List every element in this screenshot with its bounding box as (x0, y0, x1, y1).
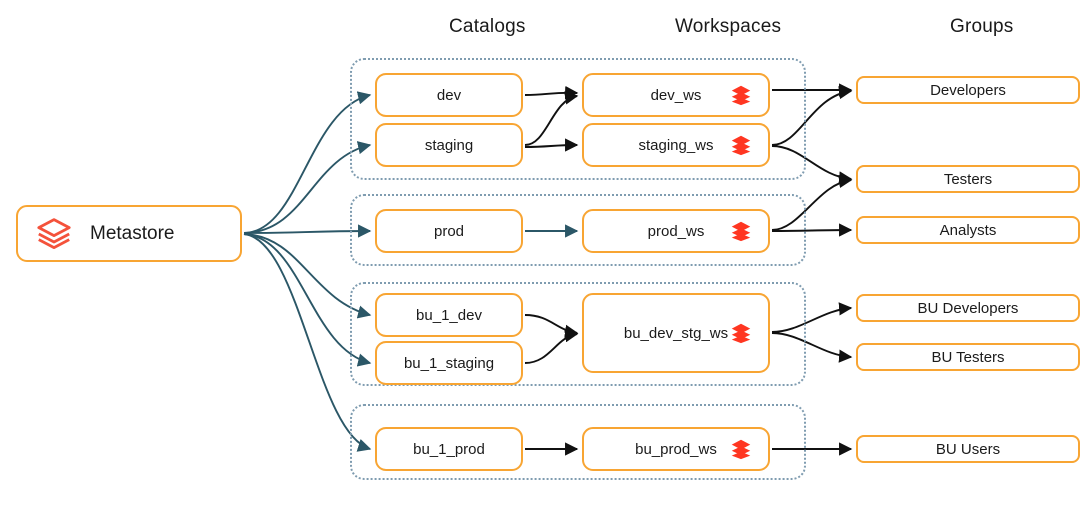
group-node-analysts[interactable]: Analysts (856, 216, 1080, 244)
databricks-logo-icon (730, 134, 752, 156)
databricks-logo-icon (730, 322, 752, 344)
catalog-node-bu-1-dev[interactable]: bu_1_dev (375, 293, 523, 337)
catalog-label-staging: staging (424, 136, 474, 154)
databricks-logo-icon (730, 84, 752, 106)
workspace-label-bu-prod-ws: bu_prod_ws (635, 440, 717, 458)
catalog-node-bu-1-prod[interactable]: bu_1_prod (375, 427, 523, 471)
workspace-label-dev-ws: dev_ws (650, 86, 702, 104)
group-label-developers: Developers (930, 81, 1006, 99)
group-node-testers[interactable]: Testers (856, 165, 1080, 193)
databricks-logo-outline-icon (34, 214, 74, 254)
catalog-node-bu-1-staging[interactable]: bu_1_staging (375, 341, 523, 385)
metastore-label: Metastore (90, 222, 175, 244)
column-header-catalogs: Catalogs (449, 16, 526, 37)
catalog-label-bu-1-staging: bu_1_staging (403, 354, 495, 372)
catalog-label-bu-1-dev: bu_1_dev (416, 306, 482, 324)
workspace-node-staging-ws[interactable]: staging_ws (582, 123, 770, 167)
group-label-bu-developers: BU Developers (917, 299, 1019, 317)
workspace-node-prod-ws[interactable]: prod_ws (582, 209, 770, 253)
catalog-group-bu-prod (350, 404, 806, 480)
group-label-analysts: Analysts (939, 221, 997, 239)
group-node-bu-developers[interactable]: BU Developers (856, 294, 1080, 322)
catalog-node-dev[interactable]: dev (375, 73, 523, 117)
group-node-developers[interactable]: Developers (856, 76, 1080, 104)
catalog-label-prod: prod (433, 222, 465, 240)
group-node-bu-users[interactable]: BU Users (856, 435, 1080, 463)
group-node-bu-testers[interactable]: BU Testers (856, 343, 1080, 371)
workspace-node-bu-dev-stg-ws[interactable]: bu_dev_stg_ws (582, 293, 770, 373)
metastore-node[interactable]: Metastore (16, 205, 242, 262)
group-label-bu-testers: BU Testers (931, 348, 1005, 366)
column-header-groups: Groups (950, 16, 1014, 37)
workspace-label-bu-dev-stg-ws: bu_dev_stg_ws (623, 324, 729, 342)
workspace-label-staging-ws: staging_ws (638, 136, 714, 154)
workspace-node-dev-ws[interactable]: dev_ws (582, 73, 770, 117)
column-header-workspaces: Workspaces (675, 16, 782, 37)
catalog-group-dev-staging (350, 58, 806, 180)
group-label-testers: Testers (943, 170, 993, 188)
catalog-node-staging[interactable]: staging (375, 123, 523, 167)
catalog-label-bu-1-prod: bu_1_prod (413, 440, 485, 458)
databricks-logo-icon (730, 438, 752, 460)
catalog-group-prod (350, 194, 806, 266)
catalog-node-prod[interactable]: prod (375, 209, 523, 253)
catalog-group-bu-dev-staging (350, 282, 806, 386)
workspace-node-bu-prod-ws[interactable]: bu_prod_ws (582, 427, 770, 471)
workspace-label-prod-ws: prod_ws (647, 222, 705, 240)
databricks-logo-icon (730, 220, 752, 242)
catalog-label-dev: dev (436, 86, 462, 104)
group-label-bu-users: BU Users (935, 440, 1001, 458)
